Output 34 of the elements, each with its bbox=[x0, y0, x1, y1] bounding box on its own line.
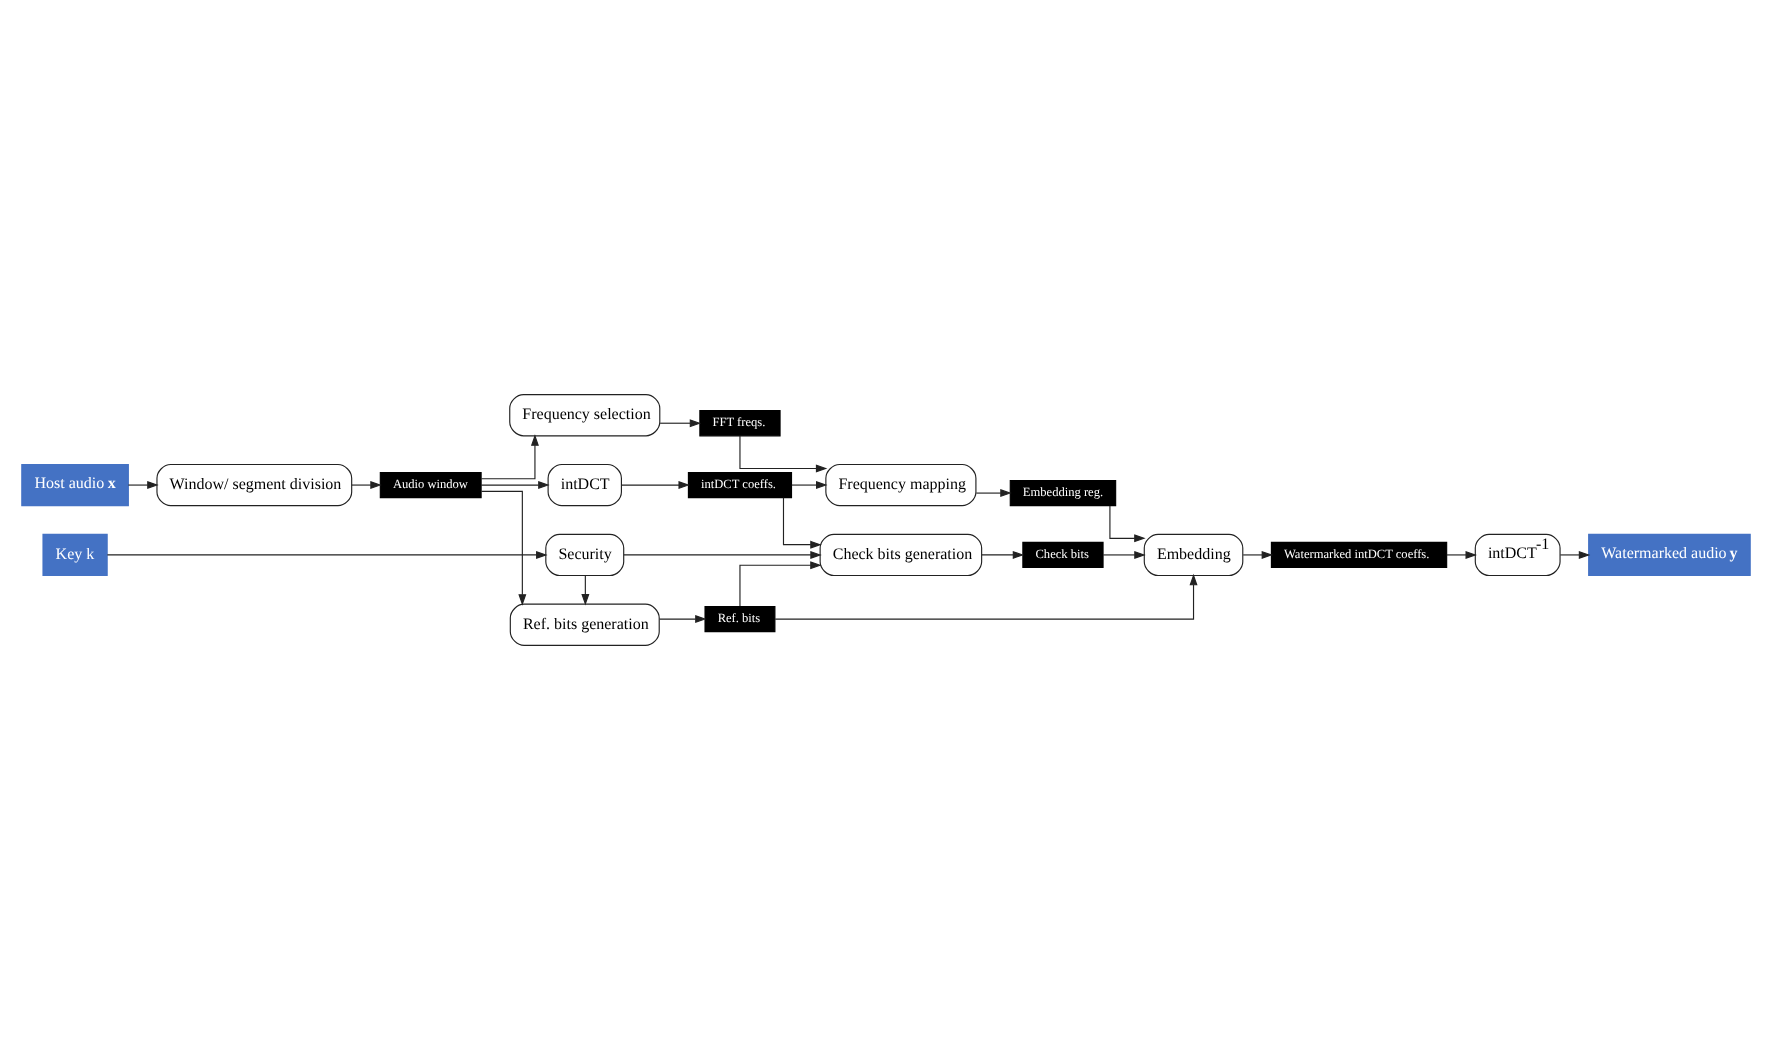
arrow bbox=[480, 480, 550, 489]
arrow bbox=[739, 560, 822, 606]
node-box: Key k bbox=[42, 532, 108, 576]
arrow bbox=[127, 480, 159, 489]
arrow bbox=[1446, 549, 1477, 558]
arrow bbox=[1109, 504, 1146, 542]
node-box: Embedding bbox=[1143, 532, 1244, 576]
node-box: intDCT bbox=[547, 462, 622, 506]
node-box: Check bits generation bbox=[819, 532, 983, 576]
arrow bbox=[480, 433, 539, 479]
arrow bbox=[1242, 549, 1274, 558]
arrow bbox=[659, 418, 702, 427]
arrow bbox=[623, 549, 822, 558]
arrow bbox=[782, 496, 822, 548]
arrow bbox=[620, 480, 690, 489]
arrow bbox=[739, 434, 828, 472]
arrow bbox=[774, 572, 1198, 619]
node-box: Frequency mapping bbox=[825, 462, 977, 506]
arrow bbox=[480, 489, 527, 605]
node-box: Security bbox=[545, 532, 625, 576]
arrow bbox=[581, 574, 590, 605]
arrow bbox=[659, 614, 707, 623]
node-box: Watermarked audio y bbox=[1588, 532, 1751, 576]
arrow bbox=[975, 488, 1012, 497]
node-box: Frequency selection bbox=[509, 393, 661, 436]
arrow bbox=[1559, 549, 1591, 558]
arrow bbox=[791, 480, 828, 489]
arrow bbox=[106, 549, 548, 558]
arrow bbox=[981, 549, 1025, 558]
arrow bbox=[351, 480, 382, 489]
arrow bbox=[1102, 549, 1146, 558]
node-box: Ref. bits generation bbox=[509, 602, 660, 645]
node-box: Host audio x bbox=[21, 462, 129, 506]
node-box: Window/ segment division bbox=[156, 462, 353, 506]
